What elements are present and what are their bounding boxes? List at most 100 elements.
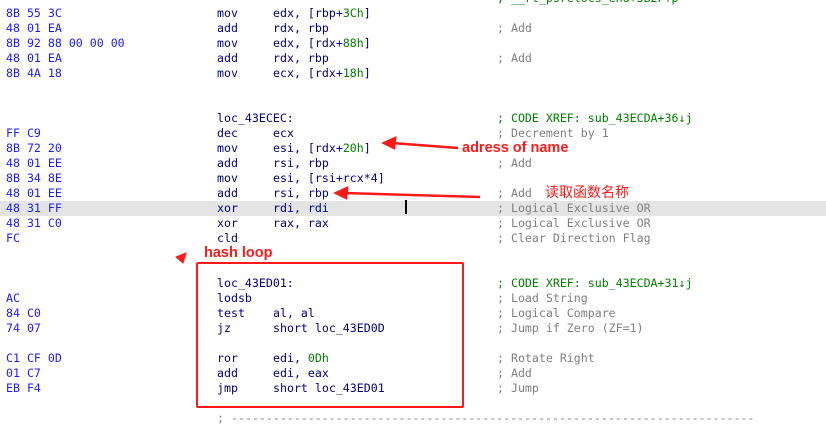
mnemonic: add: [217, 21, 238, 35]
operand-text: short loc_43ED01: [273, 381, 385, 395]
mnemonic: lodsb: [217, 291, 252, 305]
mnemonic: mov: [217, 141, 238, 155]
mnemonic: test: [217, 306, 245, 320]
comment: ; Add: [497, 186, 532, 200]
opcode-bytes: 8B 4A 18: [6, 66, 62, 80]
comment: ; Jump if Zero (ZF=1): [497, 321, 644, 335]
operand-text: ]: [363, 6, 371, 20]
operand-text: rdi, rdi: [273, 201, 329, 215]
hash-loop-highlight-box: [196, 262, 464, 408]
opcode-bytes: 48 01 EA: [6, 21, 62, 35]
operand-text: rsi, rbp: [273, 156, 329, 170]
text-cursor: [405, 200, 407, 214]
operand-text: short loc_43ED0D: [273, 321, 385, 335]
operand-number: 0Dh: [307, 351, 329, 365]
mnemonic: add: [217, 51, 238, 65]
comment: ; Logical Exclusive OR: [497, 216, 651, 230]
annotation-address-of-name: adress of name: [462, 140, 569, 156]
operand-text: ecx: [273, 126, 294, 140]
opcode-bytes: 48 01 EA: [6, 51, 62, 65]
label-line[interactable]: loc_43ECEC: ; CODE XREF: sub_43ECDA+36↓j: [0, 111, 826, 126]
comment: ; Decrement by 1: [497, 126, 609, 140]
opcode-bytes: FF C9: [6, 126, 41, 140]
opcode-bytes: 84 C0: [6, 306, 41, 320]
operand-text: esi, [rdx+: [273, 141, 343, 155]
instruction-line[interactable]: 8B 34 8E mov esi, [rsi+rcx*4]: [0, 171, 826, 186]
comment: ; Jump: [497, 381, 539, 395]
label-line[interactable]: loc_43ED01:; CODE XREF: sub_43ECDA+31↓j: [0, 276, 826, 291]
operand-text: rsi, rbp: [273, 186, 329, 200]
operand-text: esi, [rsi+rcx*4]: [273, 171, 385, 185]
instruction-line[interactable]: 84 C0 test al, al ; Logical Compare: [0, 306, 826, 321]
operand-text: ]: [363, 66, 371, 80]
operand-text: ]: [363, 36, 371, 50]
operand-number: 20h: [342, 141, 364, 155]
operand-text: edx, [rdx+: [273, 36, 343, 50]
mnemonic: mov: [217, 171, 238, 185]
opcode-bytes: AC: [6, 291, 20, 305]
operand-number: 3Ch: [342, 6, 364, 20]
instruction-line[interactable]: ; __rt_psrelocs_end+3B2F↑p: [0, 0, 826, 6]
instruction-line[interactable]: C1 CF 0D ror edi, 0Dh ; Rotate Right: [0, 351, 826, 366]
comment: ; Clear Direction Flag: [497, 231, 651, 245]
opcode-bytes: FC: [6, 231, 20, 245]
operands: al, al: [273, 306, 315, 321]
operands: rsi, rbp: [273, 156, 329, 171]
operands: ecx, [rdx+18h]: [273, 66, 371, 81]
instruction-line[interactable]: 8B 72 20 mov esi, [rdx+20h]: [0, 141, 826, 156]
operand-text: rdx, rbp: [273, 51, 329, 65]
instruction-line[interactable]: 8B 55 3C mov edx, [rbp+3Ch]: [0, 6, 826, 21]
instruction-line[interactable]: ; --------------------------------------…: [0, 411, 826, 426]
opcode-bytes: 8B 92 88 00 00 00: [6, 36, 125, 50]
opcode-bytes: C1 CF 0D: [6, 351, 62, 365]
code-label: loc_43ECEC:: [217, 111, 294, 125]
mnemonic: xor: [217, 216, 238, 230]
comment: ; Logical Compare: [497, 306, 616, 320]
operand-text: rdx, rbp: [273, 21, 329, 35]
operand-text: ecx, [rdx+: [273, 66, 343, 80]
separator-comment: ; --------------------------------------…: [217, 411, 755, 425]
arrow-head-icon: [333, 185, 349, 200]
arrow-address-of-name: [391, 141, 459, 150]
comment: ; Rotate Right: [497, 351, 595, 365]
comment: ; Add: [497, 156, 532, 170]
operands: rsi, rbp: [273, 186, 329, 201]
operands: esi, [rdx+20h]: [273, 141, 371, 156]
mnemonic: ror: [217, 351, 238, 365]
mnemonic: mov: [217, 6, 238, 20]
operand-text: edx, [rbp+: [273, 6, 343, 20]
instruction-line[interactable]: FC cld ; Clear Direction Flag: [0, 231, 826, 246]
mnemonic: add: [217, 186, 238, 200]
operands: short loc_43ED0D: [273, 321, 385, 336]
operand-text: edi, eax: [273, 366, 329, 380]
arrow-read-function-name: [343, 191, 481, 199]
opcode-bytes: 8B 55 3C: [6, 6, 62, 20]
operands: rdi, rdi: [273, 201, 329, 216]
opcode-bytes: 8B 34 8E: [6, 171, 62, 185]
operand-number: 18h: [342, 66, 364, 80]
operands: edi, 0Dh: [273, 351, 329, 366]
annotation-hash-loop: hash loop: [204, 245, 273, 261]
xref-comment: ; __rt_psrelocs_end+3B2F↑p: [497, 0, 678, 6]
comment: ; Logical Exclusive OR: [497, 201, 651, 215]
mnemonic: cld: [217, 231, 238, 245]
operands: rdx, rbp: [273, 51, 329, 66]
opcode-bytes: 48 31 FF: [6, 201, 62, 215]
opcode-bytes: 8B 72 20: [6, 141, 62, 155]
xref-comment: ; CODE XREF: sub_43ECDA+36↓j: [497, 111, 693, 125]
